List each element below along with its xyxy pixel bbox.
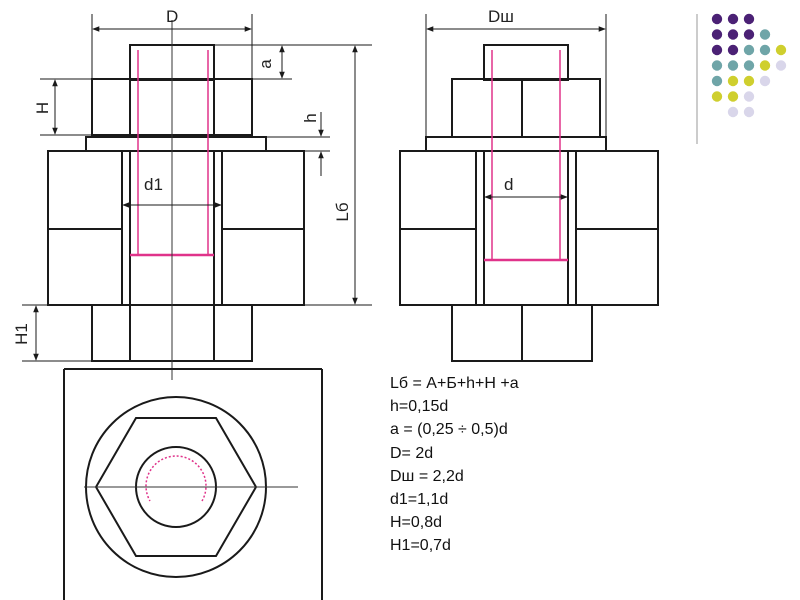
decorative-dot bbox=[727, 91, 739, 102]
left-dimensions bbox=[22, 14, 372, 362]
decorative-dot bbox=[711, 44, 723, 56]
label-D: D bbox=[166, 7, 178, 26]
decorative-dot bbox=[743, 106, 755, 118]
decorative-dot bbox=[727, 44, 739, 56]
decorative-dot bbox=[727, 75, 739, 87]
label-d: d bbox=[504, 175, 513, 194]
right-nut bbox=[451, 78, 601, 138]
formula-lb: Lб = А+Б+h+H +a bbox=[390, 375, 519, 392]
decorative-dot bbox=[759, 75, 771, 87]
stud-end bbox=[483, 44, 569, 81]
decorative-dot bbox=[759, 60, 771, 71]
decorative-dot bbox=[743, 75, 755, 87]
right-washer bbox=[425, 136, 607, 152]
decorative-dot bbox=[711, 29, 723, 40]
formula-h: h=0,15d bbox=[390, 398, 449, 416]
decorative-dot bbox=[711, 13, 723, 25]
label-h: h bbox=[301, 113, 320, 122]
right-dimensions bbox=[425, 14, 607, 200]
washer bbox=[85, 136, 267, 152]
label-d1: d1 bbox=[144, 175, 163, 194]
formula-H: H=0,8d bbox=[390, 514, 443, 532]
label-a: a bbox=[256, 59, 275, 69]
label-H1: H1 bbox=[12, 323, 31, 345]
decorative-dot bbox=[711, 60, 723, 71]
formula-list: Lб = А+Б+h+H +a h=0,15d a = (0,25 ÷ 0,5)… bbox=[390, 372, 519, 558]
decorative-dot bbox=[743, 13, 755, 25]
right-bore bbox=[475, 150, 577, 306]
decorative-dot bbox=[743, 44, 755, 56]
label-Lb: Lб bbox=[333, 202, 352, 221]
right-view bbox=[399, 44, 659, 362]
formula-D: D= 2d bbox=[390, 444, 434, 462]
decorative-dot bbox=[711, 75, 723, 87]
decorative-dot bbox=[759, 29, 771, 40]
decorative-dot bbox=[727, 13, 739, 25]
top-projection bbox=[63, 368, 323, 600]
formula-d1: d1=1,1d bbox=[390, 491, 449, 509]
left-view bbox=[47, 44, 305, 362]
decorative-dot-grid bbox=[711, 13, 787, 118]
label-Dw: Dш bbox=[488, 7, 514, 26]
decorative-dot bbox=[727, 29, 739, 40]
decorative-dot bbox=[743, 91, 755, 102]
decorative-dot bbox=[743, 29, 755, 40]
label-H: H bbox=[33, 102, 52, 114]
decorative-dot bbox=[775, 60, 787, 71]
formula-Dw: Dш = 2,2d bbox=[390, 467, 464, 485]
decorative-dot bbox=[743, 60, 755, 71]
decorative-dot bbox=[759, 44, 771, 56]
formula-a: a = (0,25 ÷ 0,5)d bbox=[390, 421, 508, 439]
formula-H1: H1=0,7d bbox=[390, 537, 451, 555]
decorative-dot bbox=[727, 106, 739, 118]
decorative-dot bbox=[727, 60, 739, 71]
decorative-dot bbox=[711, 91, 723, 102]
right-thread bbox=[484, 50, 568, 262]
thread-arc bbox=[145, 455, 207, 502]
decorative-dot bbox=[775, 44, 787, 56]
